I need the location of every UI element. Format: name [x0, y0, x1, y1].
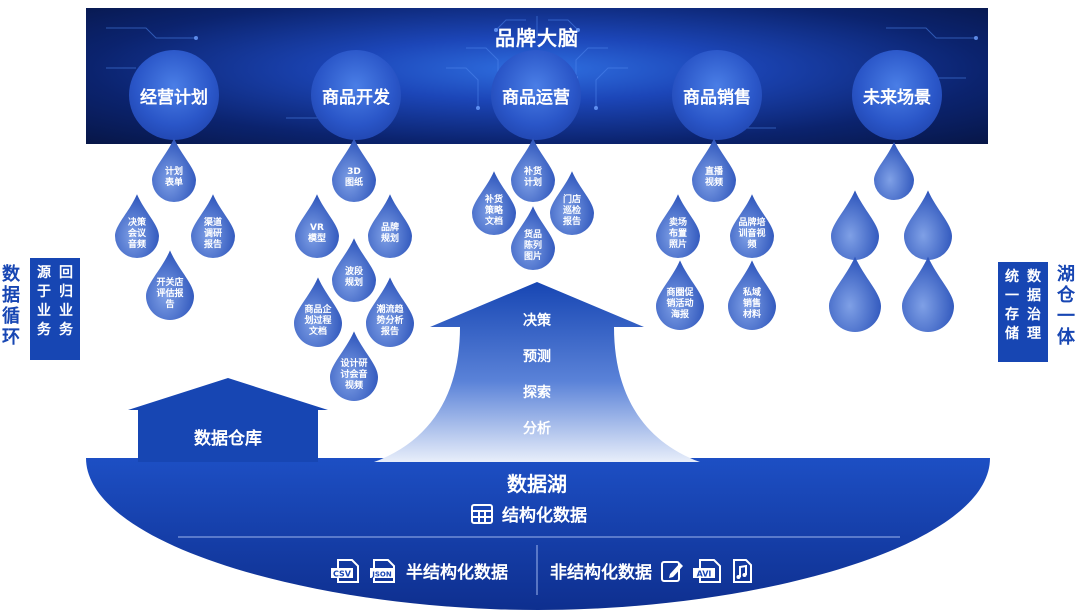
- drop-channel-report: [191, 194, 235, 258]
- drop-drawing-3d: [332, 138, 376, 202]
- pill-product-sales: 商品销售: [672, 50, 762, 140]
- arrow-word-analyze: 分析: [523, 421, 551, 437]
- drop-private-material: [728, 260, 776, 330]
- lake-title: 数据湖: [507, 472, 567, 496]
- right-box-col2: 数据治理: [1027, 269, 1041, 342]
- pill-business-plan: 经营计划: [129, 50, 219, 140]
- unstructured-label: 非结构化数据: [550, 563, 652, 583]
- drop-vr-model: [295, 194, 339, 258]
- right-vertical-label: 湖仓一体: [1057, 264, 1075, 348]
- unstructured-row: 非结构化数据 AVI: [550, 558, 754, 583]
- semi-structured-label: 半结构化数据: [406, 563, 508, 583]
- pill-product-dev: 商品开发: [311, 50, 401, 140]
- drop-empty-23: [829, 256, 881, 332]
- left-side-box: 源于业务 回归业务: [30, 258, 80, 360]
- drop-empty-20: [874, 142, 914, 200]
- drop-design-audio: [330, 331, 378, 401]
- drop-live-video: [692, 138, 736, 202]
- analysis-arrow: [374, 282, 700, 462]
- arrow-word-predict: 预测: [523, 349, 551, 365]
- drop-plan-form: [152, 138, 196, 202]
- warehouse-shape: [128, 378, 328, 462]
- left-box-col1: 源于业务: [37, 265, 51, 338]
- csv-file-icon: CSV: [331, 558, 359, 583]
- structured-data-row: 结构化数据: [470, 501, 587, 526]
- lake-bowl: [86, 458, 990, 610]
- drop-wave-plan: [332, 238, 376, 302]
- brand-brain-banner: 品牌大脑 经营计划 商品开发 商品运营 商品销售 未来场景: [86, 8, 988, 144]
- drop-promo-poster: [656, 260, 704, 330]
- json-file-icon: JSON: [370, 558, 395, 583]
- drop-store-layout: [656, 194, 700, 258]
- music-file-icon: [733, 558, 752, 583]
- drop-trend-report: [366, 277, 414, 347]
- table-icon: [471, 503, 493, 524]
- json-icon-text: JSON: [371, 570, 392, 578]
- pill-future-scene: 未来场景: [852, 50, 942, 140]
- right-side-box: 统一存储 数据治理: [998, 262, 1048, 362]
- drop-display-photo: [511, 206, 555, 270]
- left-vertical-label: 数据循环: [2, 264, 20, 348]
- drop-replenish-plan: [511, 138, 555, 202]
- warehouse-label: 数据仓库: [194, 429, 262, 449]
- drop-product-doc: [294, 277, 342, 347]
- left-box-col2: 回归业务: [59, 265, 73, 338]
- arrow-word-decision: 决策: [523, 313, 551, 329]
- pill-product-ops: 商品运营: [491, 50, 581, 140]
- drop-training-video: [730, 194, 774, 258]
- drop-brand-plan: [368, 194, 412, 258]
- edit-icon: [661, 560, 683, 582]
- structured-data-label: 结构化数据: [502, 506, 587, 526]
- drop-empty-21: [831, 190, 879, 260]
- drop-replenish-doc: [472, 171, 516, 235]
- drop-decision-audio: [115, 194, 159, 258]
- avi-icon-text: AVI: [697, 569, 712, 578]
- drop-store-inspect: [550, 171, 594, 235]
- right-box-col1: 统一存储: [1005, 269, 1019, 342]
- drop-empty-22: [904, 190, 952, 260]
- drop-store-report: [146, 250, 194, 320]
- banner-title: 品牌大脑: [495, 26, 579, 50]
- csv-icon-text: CSV: [333, 569, 352, 578]
- semi-structured-row: CSV JSON 半结构化数据: [330, 558, 508, 583]
- avi-file-icon: AVI: [693, 558, 721, 583]
- arrow-word-explore: 探索: [523, 385, 551, 401]
- drop-empty-24: [902, 256, 954, 332]
